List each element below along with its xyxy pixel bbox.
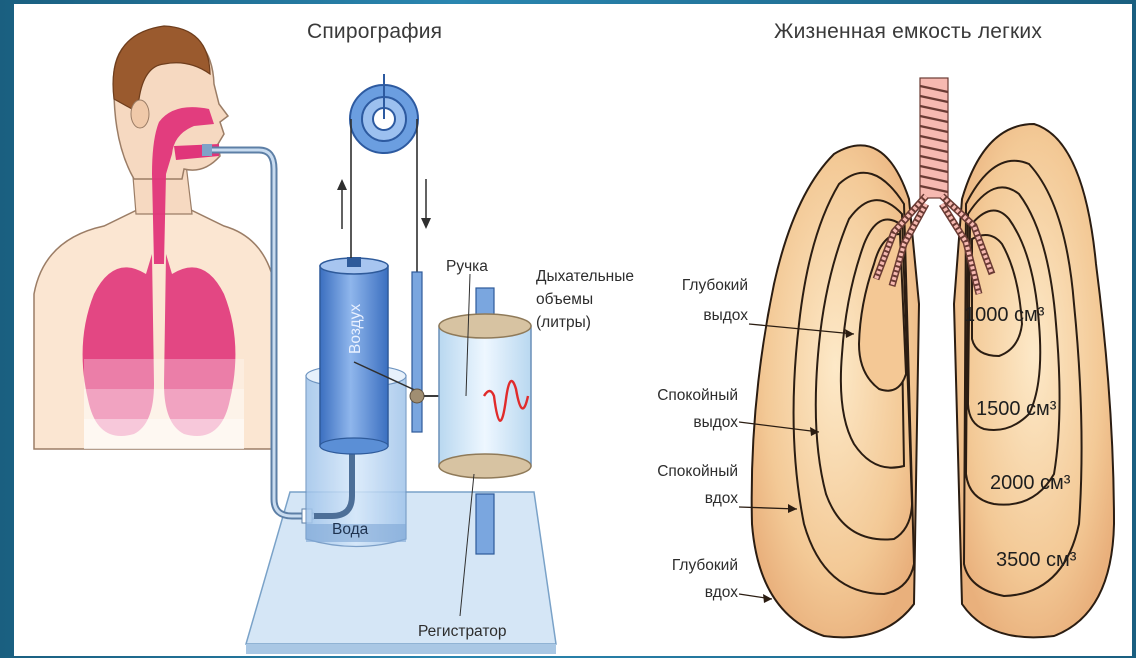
- water-label: Вода: [332, 520, 368, 539]
- air-label: Воздух: [346, 304, 365, 354]
- deep-exhale-label-line2: выдох: [642, 306, 748, 325]
- spirography-title: Спирография: [307, 20, 442, 44]
- volume-2000: 2000 см³: [990, 472, 1070, 495]
- deep-exhale-label-line1: Глубокий: [642, 276, 748, 295]
- slide: Спирография Жизненная емкость легких Воз…: [14, 4, 1132, 656]
- recorder-label: Регистратор: [418, 622, 507, 641]
- pen-label: Ручка: [446, 257, 488, 276]
- lung-capacity-title: Жизненная емкость легких: [774, 20, 1042, 44]
- deep-inhale-label-line1: Глубокий: [628, 556, 738, 575]
- calm-exhale-label-line2: выдох: [628, 413, 738, 432]
- volume-3500: 3500 см³: [996, 549, 1076, 572]
- volumes-label-line1: Дыхательные: [536, 267, 634, 286]
- calm-exhale-label-line1: Спокойный: [628, 386, 738, 405]
- volumes-label-line2: объемы: [536, 290, 593, 309]
- calm-inhale-label-line2: вдох: [628, 489, 738, 508]
- volume-1500: 1500 см³: [976, 398, 1056, 421]
- volumes-label-line3: (литры): [536, 313, 591, 332]
- volume-1000: 1000 см³: [964, 304, 1044, 327]
- person-figure: [34, 26, 276, 449]
- calm-inhale-label-line1: Спокойный: [628, 462, 738, 481]
- deep-inhale-label-line2: вдох: [628, 583, 738, 602]
